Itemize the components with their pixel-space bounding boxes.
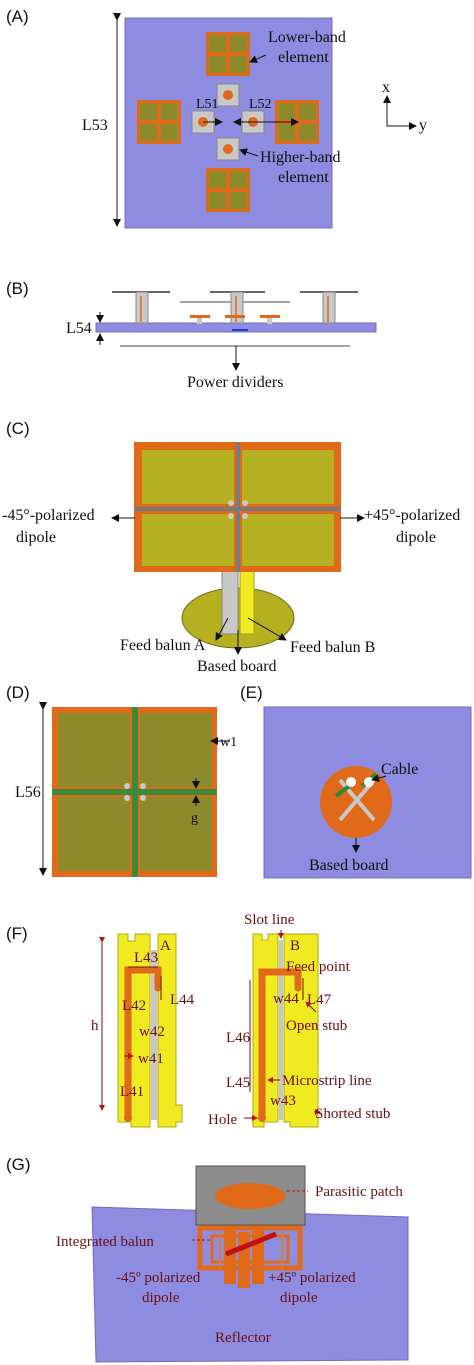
higher-element-left-b [135, 291, 149, 324]
axis-x-label: x [382, 79, 390, 96]
lower-band-element-left [137, 100, 181, 144]
l46-label: L46 [226, 1030, 251, 1046]
higher-band-label-2: element [278, 169, 329, 186]
l56-label: L56 [15, 784, 41, 801]
balun-a [117, 933, 183, 1128]
integrated-balun-label: Integrated balun [56, 1234, 154, 1250]
feed-point-label: Feed point [286, 959, 351, 975]
higher-element-center-b [230, 291, 244, 324]
microstrip-label: Microstrip line [282, 1073, 372, 1089]
parasitic-label: Parasitic patch [315, 1184, 403, 1200]
panel-d-label: (D) [6, 683, 30, 702]
panel-e-label: (E) [240, 683, 263, 702]
cable-label: Cable [381, 761, 418, 778]
balun-structure-g [197, 1225, 303, 1288]
w43-label: w43 [270, 1093, 296, 1109]
panel-d: (D) L56 w1 g [6, 683, 237, 877]
g-label: g [191, 811, 198, 826]
plus45-label-2: dipole [396, 529, 436, 546]
l52-label: L52 [249, 97, 272, 112]
feed-balun-b-pointer [247, 617, 287, 641]
panel-f: (F) A L43 L42 L44 h w42 w41 L41 Slot l [6, 912, 390, 1128]
shorted-stub-label: Shorted stub [315, 1106, 390, 1122]
lower-band-element-bottom [206, 168, 250, 212]
panel-g-label: (G) [6, 1155, 31, 1174]
higher-band-label-1: Higher-band [260, 149, 341, 166]
reflector-label: Reflector [215, 1330, 271, 1346]
higher-element-right-b [322, 291, 336, 324]
feed-balun-b [239, 569, 255, 635]
lower-band-element-top [206, 32, 250, 76]
w42-label: w42 [139, 1024, 165, 1040]
l47-label: L47 [307, 992, 332, 1008]
w44-label: w44 [273, 991, 299, 1007]
dipole-c [134, 442, 341, 572]
l42-label: L42 [122, 998, 146, 1014]
minus45-g-label-2: dipole [142, 1290, 180, 1306]
l54-label: L54 [66, 320, 92, 337]
panel-f-label: (F) [6, 924, 28, 943]
w1-label: w1 [220, 735, 237, 750]
panel-a: (A) L53 [6, 7, 427, 229]
panel-b-label: (B) [6, 279, 29, 298]
l51-label: L51 [196, 97, 219, 112]
l44-label: L44 [170, 992, 195, 1008]
slot-line-label: Slot line [244, 912, 295, 928]
feed-balun-a-label: Feed balun A [120, 637, 206, 654]
dipole-d [52, 707, 217, 877]
plus45-g-label-1: +45º polarized [268, 1270, 356, 1286]
higher-band-pointer [239, 148, 259, 157]
balun-a-label: A [160, 938, 171, 954]
parasitic-patch-copper [215, 1183, 285, 1209]
power-dividers-label: Power dividers [187, 374, 283, 391]
cable-pointer [371, 774, 387, 782]
minus45-label-1: -45°-polarized [2, 507, 95, 524]
w41-label: w41 [138, 1051, 164, 1067]
minus45-label-2: dipole [16, 529, 56, 546]
balun-b-label: B [290, 938, 300, 954]
l43-label: L43 [134, 950, 158, 966]
l41-label: L41 [120, 1084, 144, 1100]
feed-balun-a-pointer [215, 617, 229, 641]
axis-y-label: y [419, 117, 427, 134]
l53-label: L53 [82, 117, 108, 134]
hole-label: Hole [208, 1112, 238, 1128]
open-stub-label: Open stub [286, 1018, 347, 1034]
panel-c-label: (C) [6, 419, 30, 438]
panel-e: (E) Cable Based board [240, 683, 472, 879]
panel-g: (G) Parasitic patch Integrated balun -45… [6, 1155, 409, 1363]
panel-c: (C) -45°-polarized dipole +45°-polarized… [2, 419, 460, 675]
lower-band-label-2: element [278, 49, 329, 66]
h-label: h [91, 1018, 99, 1034]
minus45-g-label-1: -45º polarized [116, 1270, 201, 1286]
l45-label: L45 [226, 1075, 250, 1091]
panel-b: (B) L54 Power dividers [6, 279, 377, 391]
based-board-label-e: Based board [309, 857, 389, 874]
lower-band-label-1: Lower-band [268, 29, 346, 46]
feed-balun-b-label: Feed balun B [290, 639, 375, 656]
plus45-g-label-2: dipole [280, 1290, 318, 1306]
plus45-label-1: +45°-polarized [364, 507, 460, 524]
based-board-label-c: Based board [197, 658, 277, 675]
lower-band-pointer [249, 54, 267, 63]
panel-a-label: (A) [6, 7, 29, 26]
